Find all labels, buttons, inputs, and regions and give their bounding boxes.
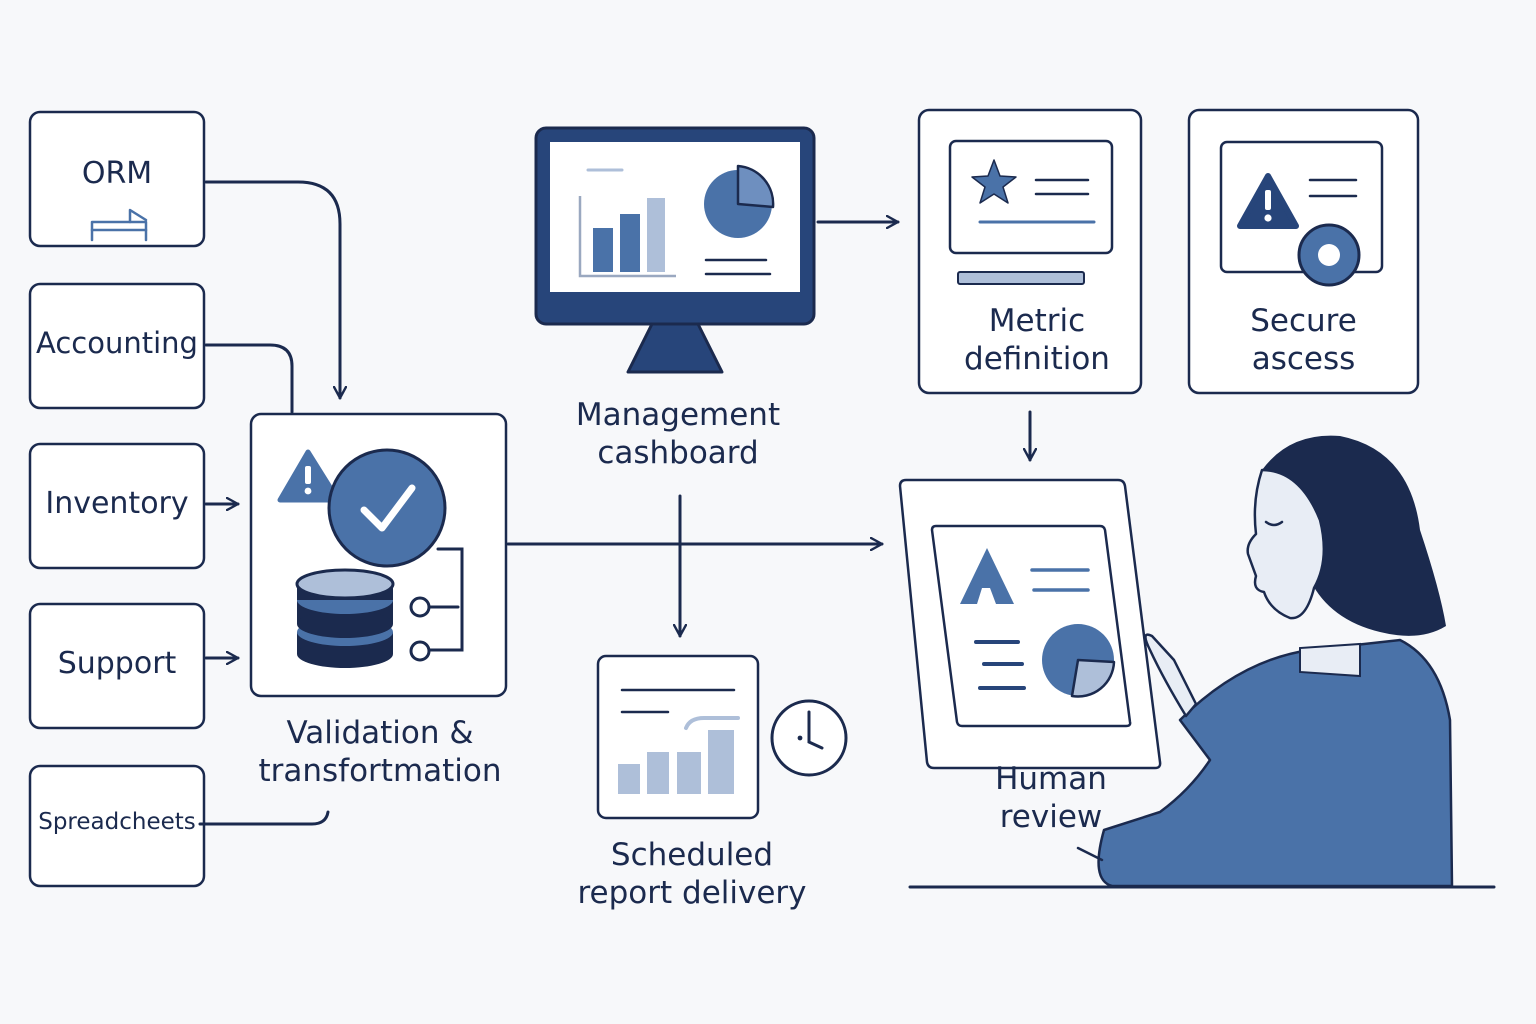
source-box-inventory[interactable]: [28, 442, 206, 570]
secure-label-line1: Secure: [1250, 303, 1357, 339]
source-box-orm[interactable]: [28, 110, 206, 248]
tablet-icon: [898, 478, 1162, 770]
scheduled-label-line1: Scheduled: [610, 837, 774, 873]
validation-label: Validation & transfortmation: [230, 714, 530, 790]
desk-edge: [1076, 846, 1104, 862]
check-circle-icon: [327, 448, 447, 568]
bed-icon: [90, 208, 148, 242]
validation-label-line1: Validation &: [286, 715, 474, 751]
source-box-support[interactable]: [28, 602, 206, 730]
source-label-accounting: Accounting: [36, 326, 198, 360]
review-label-line2: review: [999, 799, 1103, 835]
report-chart-icon: [618, 688, 740, 794]
connector-spreadsheets: [198, 810, 330, 826]
metric-label-line2: definition: [964, 341, 1110, 377]
dashboard-label-line2: cashboard: [597, 435, 759, 471]
scheduled-label-line2: report delivery: [577, 875, 807, 911]
source-box-spreadsheets[interactable]: [28, 764, 206, 888]
metric-label: Metric definition: [919, 302, 1155, 378]
dashboard-label-line1: Management: [575, 397, 781, 433]
metric-label-line1: Metric: [988, 303, 1086, 339]
lock-ring-icon: [1297, 223, 1361, 287]
pie-chart-icon: [704, 164, 775, 276]
validation-label-line2: transfortmation: [258, 753, 502, 789]
warning-icon: [277, 449, 341, 503]
scheduled-label: Scheduled report delivery: [560, 836, 824, 912]
warning-icon: [1237, 173, 1299, 229]
person-icon: [1097, 435, 1454, 888]
secure-label: Secure ascess: [1189, 302, 1418, 378]
source-label-inventory: Inventory: [45, 485, 189, 521]
connector-orm: [204, 180, 340, 400]
star-icon: [971, 159, 1017, 204]
connector-accounting: [204, 343, 294, 414]
review-label-line1: Human: [995, 761, 1107, 797]
database-icon: [295, 568, 395, 668]
source-label-orm: ORM: [81, 155, 153, 191]
clock-icon: [770, 699, 848, 777]
secure-label-line2: ascess: [1251, 341, 1356, 377]
monitor-icon: [534, 126, 816, 374]
review-label: Human review: [970, 760, 1132, 836]
source-label-support: Support: [57, 645, 177, 681]
bar-chart-icon: [578, 196, 676, 278]
dashboard-label: Management cashboard: [538, 396, 818, 472]
connector-icon: [409, 547, 464, 662]
source-box-accounting[interactable]: [28, 282, 206, 410]
source-label-spreadsheets: Spreadcheets: [38, 809, 196, 835]
